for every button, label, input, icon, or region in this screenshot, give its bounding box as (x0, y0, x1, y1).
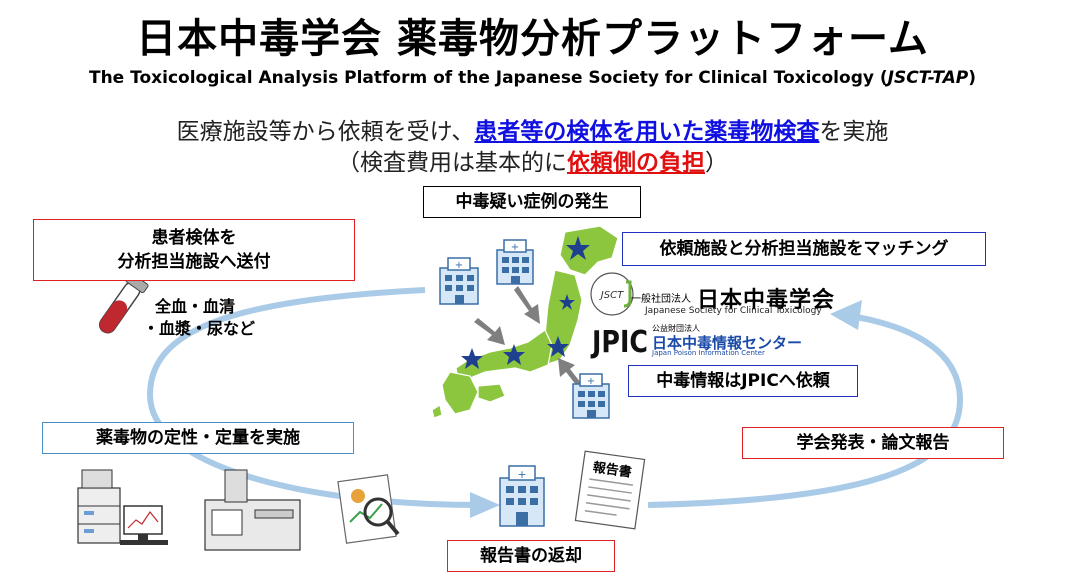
step-analysis-box: 薬毒物の定性・定量を実施 (42, 422, 354, 454)
step-return-report-box: 報告書の返却 (447, 540, 615, 572)
cycle-arrow-arc (146, 287, 481, 508)
star-icon (566, 236, 590, 260)
send-line-2: 分析担当施設へ送付 (117, 252, 271, 272)
cycle-arrow-head-left (470, 492, 500, 518)
lead-line-2: （検査費用は基本的に依頼側の負担） (0, 143, 1065, 177)
hospital-icon: + (496, 239, 534, 285)
lead-1-highlight: 患者等の検体を用いた薬毒物検査 (474, 119, 820, 145)
japan-map (431, 225, 619, 419)
star-icon (461, 348, 483, 369)
specimen-label-1: 全血・血清 (155, 297, 236, 316)
blood-tube-icon (98, 272, 149, 334)
analysis-report-icon (337, 474, 400, 544)
star-icon (559, 294, 575, 310)
lead-2-highlight: 依頼側の負担 (567, 150, 705, 176)
subtitle-abbr: JSCT-TAP (887, 68, 969, 88)
step-jpic-box: 中毒情報はJPICへ依頼 (628, 365, 858, 397)
jpic-english-name: Japan Poison Information Center (652, 349, 765, 357)
page-title: 日本中毒学会 薬毒物分析プラットフォーム (136, 16, 929, 62)
step-presentation-box: 学会発表・論文報告 (742, 427, 1004, 459)
specimen-label-2: ・血漿・尿など (143, 319, 256, 338)
request-arrows (474, 286, 584, 390)
page-subtitle: The Toxicological Analysis Platform of t… (0, 68, 1065, 88)
report-document-icon (574, 450, 646, 530)
jsct-english-name: Japanese Society for Clinical Toxicology (645, 306, 822, 316)
jsct-corp-label: 一般社団法人 (631, 294, 691, 305)
cycle-arrow-head-right (830, 300, 862, 330)
jsct-name: 日本中毒学会 (697, 288, 836, 313)
svg-text:+: + (517, 468, 526, 481)
subtitle-main: The Toxicological Analysis Platform of t… (88, 68, 888, 88)
svg-text:+: + (455, 260, 463, 271)
step-matching-box: 依頼施設と分析担当施設をマッチング (622, 232, 986, 266)
lead-2a: （検査費用は基本的に (337, 150, 567, 176)
subtitle-close: ) (968, 68, 977, 88)
jsct-logo-icon: JSCT (590, 272, 634, 316)
jpic-logo-icon: JPIC (590, 325, 648, 360)
svg-text:+: + (587, 376, 595, 387)
hospital-icon: + (439, 257, 479, 305)
send-line-1: 患者検体を (151, 228, 237, 248)
hospital-icon: + (499, 465, 545, 527)
star-icon (547, 336, 569, 357)
gc-instrument-icon (204, 469, 301, 551)
jpic-corp-label: 公益財団法人 (652, 324, 700, 333)
jsct-logo-text: JSCT (599, 290, 624, 301)
lead-2b: ） (705, 150, 728, 176)
jpic-name: 日本中毒情報センター (652, 334, 803, 352)
lead-line-1: 医療施設等から依頼を受け、患者等の検体を用いた薬毒物検査を実施 (0, 112, 1065, 146)
lc-instrument-icon (77, 469, 121, 544)
map-stars (461, 236, 590, 369)
jpic-logo-text: JPIC (590, 325, 648, 360)
step-send-specimen-box: 患者検体を 分析担当施設へ送付 (33, 219, 355, 281)
lead-1b: を実施 (819, 119, 889, 145)
hospital-icon: + (572, 373, 610, 419)
star-icon (503, 344, 525, 365)
lead-1a: 医療施設等から依頼を受け、 (176, 119, 475, 145)
cycle-arrow-arc-right (647, 312, 964, 508)
monitor-icon (120, 505, 168, 545)
step-symptom-box: 中毒疑い症例の発生 (423, 186, 641, 218)
svg-text:+: + (511, 242, 519, 253)
